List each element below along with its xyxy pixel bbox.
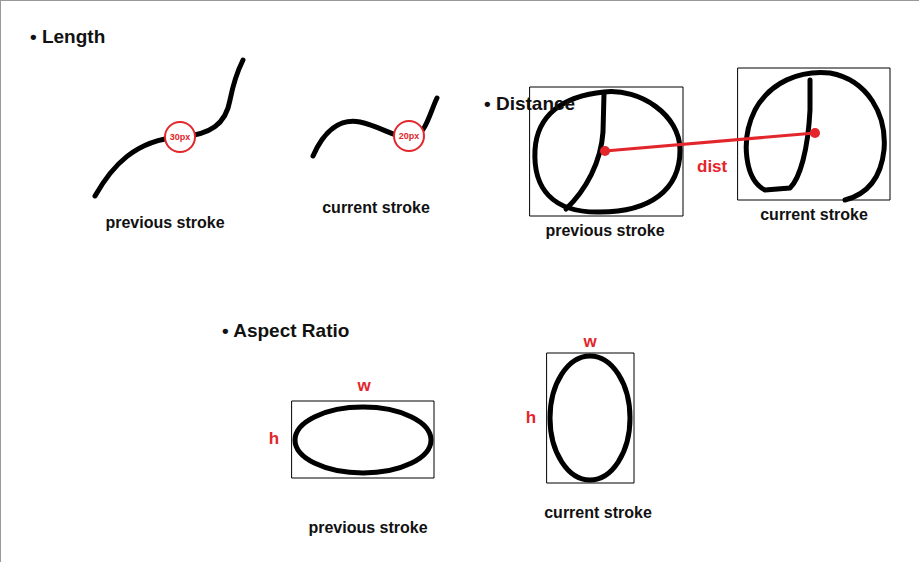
width-label: w: [583, 332, 596, 352]
section-heading: • Distance: [484, 93, 575, 115]
length-marker: 30px: [164, 121, 196, 153]
length-value: 20px: [399, 132, 420, 141]
stroke-caption: current stroke: [760, 206, 868, 224]
frame-edge: [0, 0, 919, 1]
frame-edge: [0, 0, 1, 562]
width-label: w: [357, 376, 370, 396]
section-heading: • Length: [30, 26, 105, 48]
center-dot: [810, 128, 820, 138]
stroke-caption: previous stroke: [308, 519, 427, 537]
height-label: h: [269, 429, 279, 449]
bounding-box: [292, 401, 434, 478]
stroke-caption: previous stroke: [545, 222, 664, 240]
height-label: h: [526, 408, 536, 428]
center-dot: [600, 146, 610, 156]
stroke-caption: current stroke: [544, 504, 652, 522]
distance-label: dist: [697, 157, 727, 177]
pen-stroke: [95, 60, 243, 196]
distance-line: [605, 133, 815, 151]
length-value: 30px: [170, 133, 191, 142]
stroke-caption: previous stroke: [105, 214, 224, 232]
bounding-box: [547, 353, 634, 483]
length-marker: 20px: [393, 120, 425, 152]
stroke-caption: current stroke: [322, 199, 430, 217]
pen-stroke: [295, 407, 431, 473]
pen-stroke: [550, 356, 630, 480]
bounding-box: [738, 68, 890, 200]
pen-stroke: [313, 98, 437, 156]
section-heading: • Aspect Ratio: [222, 320, 349, 342]
